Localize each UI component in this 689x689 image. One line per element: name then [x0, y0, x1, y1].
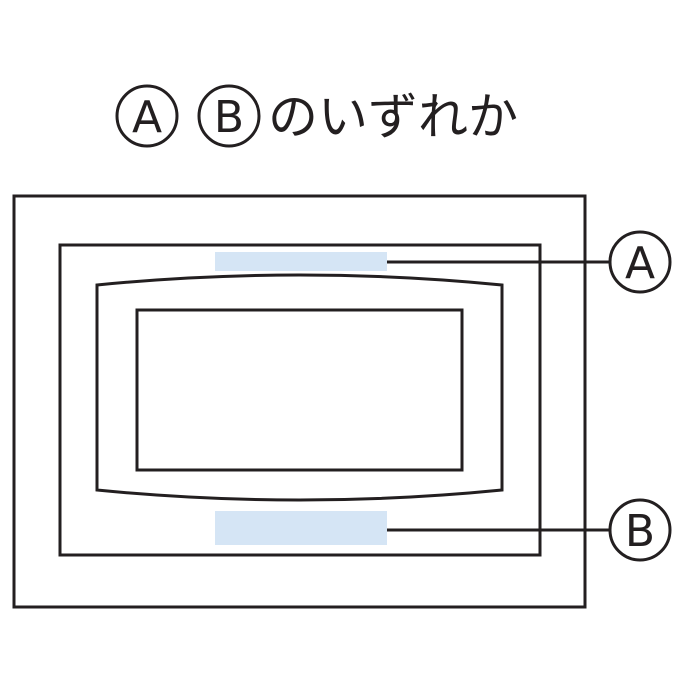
outer-frame — [12, 194, 587, 609]
title-circle-a — [115, 84, 179, 148]
inner-display — [135, 308, 464, 472]
position-a-area — [215, 252, 387, 271]
position-b-area — [215, 511, 387, 545]
title-label-a: A — [132, 92, 162, 143]
title-text: のいずれか — [268, 88, 518, 146]
callout-label-a: A — [625, 238, 655, 289]
title-circle-b — [197, 84, 261, 148]
title: A B のいずれか — [115, 84, 518, 148]
curved-bezel — [95, 273, 504, 502]
middle-frame — [58, 243, 542, 557]
callout-circle-a — [608, 230, 672, 294]
title-label-b: B — [214, 92, 244, 143]
callout-circle-b — [608, 498, 672, 562]
callout-label-b: B — [625, 506, 655, 557]
